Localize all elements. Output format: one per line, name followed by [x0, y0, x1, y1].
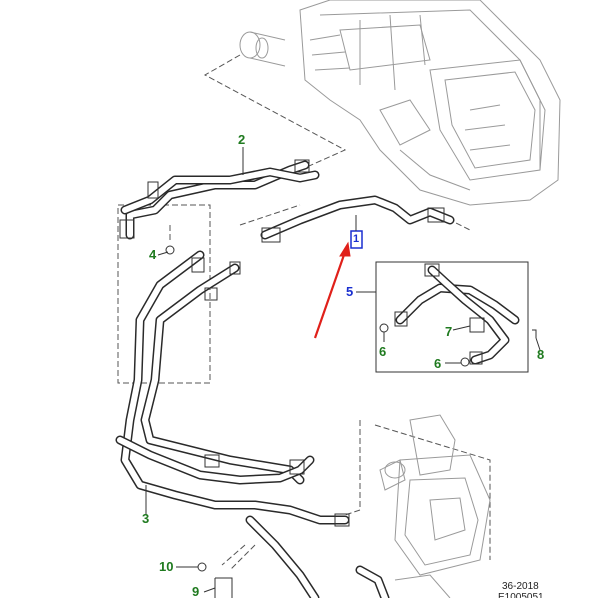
callout-7: 7	[445, 324, 453, 339]
callout-4: 4	[149, 247, 157, 262]
pipe-stub	[239, 31, 286, 67]
callout-5: 5	[346, 284, 354, 299]
callout-10: 10	[159, 559, 174, 574]
red-arrow	[313, 241, 351, 339]
leader-lines	[145, 147, 541, 593]
callout-3: 3	[142, 511, 150, 526]
fasteners	[165, 245, 233, 598]
figure-ref: E1005051	[498, 592, 544, 598]
hose-1	[260, 195, 455, 243]
callout-1: 1	[353, 233, 360, 245]
hose-lower	[245, 515, 390, 603]
callout-8: 8	[537, 347, 545, 362]
engine-components	[379, 414, 491, 599]
callout-2: 2	[238, 132, 246, 147]
callout-9: 9	[192, 584, 200, 599]
hvac-unit	[299, 0, 561, 206]
figure-code: 36-2018	[502, 581, 539, 592]
hose-2	[119, 159, 320, 240]
hose-3	[115, 250, 350, 527]
callout-6a: 6	[379, 344, 387, 359]
callout-6b: 6	[434, 356, 442, 371]
detail-inset	[375, 261, 537, 373]
